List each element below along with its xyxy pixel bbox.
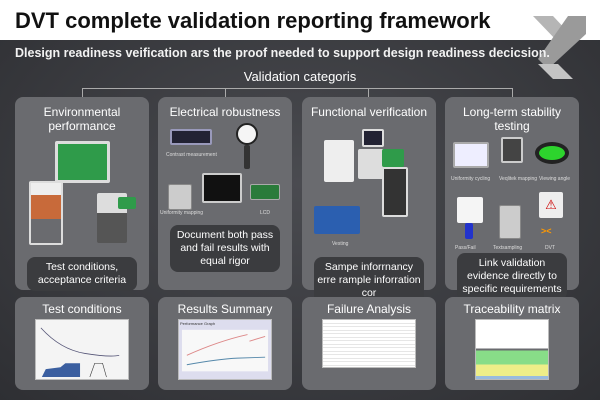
header-bar: DVT complete validation reporting framew…: [0, 0, 600, 40]
image-caption: LCD: [260, 210, 271, 216]
card-title: Long-term stability testing: [462, 105, 562, 133]
chamber-image: [29, 181, 63, 245]
chamber-image: [501, 137, 523, 163]
rack-image: [358, 149, 384, 179]
image-caption: DVT: [545, 245, 555, 251]
card-title: Failure Analysis: [326, 302, 412, 316]
card-note: Document both pass and fail results with…: [170, 225, 280, 272]
card-title: Functional verification: [310, 105, 428, 119]
test-conditions-thumbnail: [35, 319, 129, 380]
image-caption: Textsampling: [493, 245, 523, 251]
screen-image: [453, 142, 489, 168]
traceability-matrix-thumbnail: [475, 319, 549, 380]
category-card-stability: Long-term stability testing Uniformity c…: [445, 97, 579, 300]
card-note: Sampe inforrnancy erre rample inforratio…: [314, 257, 424, 304]
dial-gauge-icon: [236, 123, 258, 145]
bracket-line: [82, 88, 512, 89]
image-caption: Veqlitek mapping: [499, 176, 538, 182]
board-image: [382, 149, 404, 167]
cabinet-image: [324, 140, 354, 182]
board-image: [118, 197, 136, 209]
image-caption: Uniformity mapping: [160, 210, 204, 216]
bracket-tick: [82, 88, 83, 98]
report-card-test-conditions[interactable]: Test conditions: [15, 297, 149, 390]
card-note: Test conditions, acceptance criteria: [27, 257, 137, 291]
category-card-functional: Functional verification Vesting Sampe in…: [302, 97, 436, 304]
sample-image: [499, 205, 521, 239]
monitor-image: [202, 173, 242, 203]
panel-image: [457, 197, 483, 223]
circuit-board-image: [55, 141, 110, 183]
contrast-device-image: [170, 129, 212, 145]
category-card-environmental: Environmental performance Test condition…: [15, 97, 149, 291]
report-card-traceability[interactable]: Traceability matrix: [445, 297, 579, 390]
report-card-results-summary[interactable]: Results Summary Performance Graph: [158, 297, 292, 390]
card-title: Environmental performance: [43, 105, 121, 133]
report-card-failure-analysis[interactable]: Failure Analysis: [302, 297, 436, 390]
bracket-tick: [368, 88, 369, 98]
arrows-logo-icon: [533, 16, 586, 79]
lcd-image: [250, 184, 280, 200]
failure-analysis-thumbnail: [322, 319, 416, 368]
subtitle: Dlesign readiness veification ars the pr…: [15, 46, 550, 60]
viewing-angle-icon: [535, 142, 569, 164]
gauge-stand: [244, 145, 250, 169]
instrument-image: [168, 184, 192, 210]
fixture-image: [382, 167, 408, 217]
results-summary-thumbnail: Performance Graph: [178, 319, 272, 380]
card-title: Results Summary: [177, 302, 273, 316]
image-caption: Contrast measurement: [166, 152, 217, 158]
card-title: Electrical robustness: [169, 105, 281, 119]
monitor-image: [362, 129, 384, 147]
analyzer-image: [314, 206, 360, 234]
card-title: Traceability matrix: [463, 302, 561, 316]
thumbnail-title: Performance Graph: [180, 321, 216, 326]
page-title: DVT complete validation reporting framew…: [15, 8, 491, 33]
pass-fail-arrow-icon: [465, 223, 473, 239]
image-caption: Viewing angle: [539, 176, 571, 182]
image-caption: Pass/Fail: [455, 245, 476, 251]
bracket-tick: [225, 88, 226, 98]
image-caption: Vesting: [332, 241, 349, 247]
dvt-arrows-icon: ><: [541, 226, 552, 236]
card-title: Test conditions: [42, 302, 122, 316]
image-caption: Uniformity cycling: [451, 176, 491, 182]
warning-icon: ⚠: [539, 192, 563, 218]
bracket-tick: [512, 88, 513, 98]
categories-heading: Validation categoris: [243, 69, 357, 84]
card-note: Link validation evidence directly to spe…: [457, 253, 567, 300]
category-card-electrical: Electrical robustness Contrast measureme…: [158, 97, 292, 290]
